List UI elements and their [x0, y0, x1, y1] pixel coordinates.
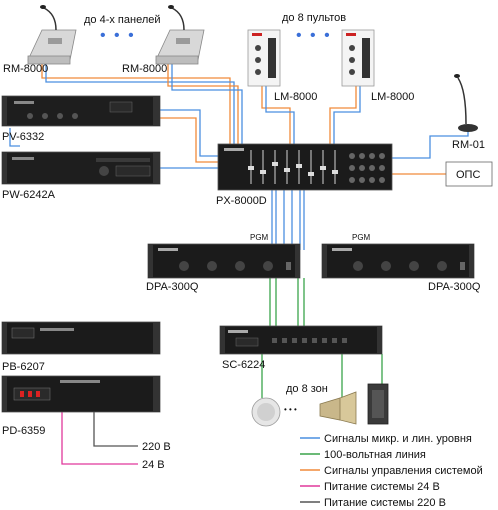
px8000d-label: PX-8000D — [216, 195, 267, 207]
pd6359-label: PD-6359 — [2, 425, 45, 437]
sc6224-label: SC-6224 — [222, 359, 265, 371]
horn-speaker-icon — [319, 391, 357, 425]
pd6359-unit — [1, 375, 161, 413]
cable-220v — [93, 412, 138, 447]
voltage-24-label: 24 В — [142, 459, 165, 471]
legend-label-220v: Питание системы 220 В — [324, 497, 446, 509]
cable-24v — [61, 412, 138, 465]
legend-label-100v: 100-вольтная линия — [324, 449, 426, 461]
lm8000-right-label: LM-8000 — [371, 91, 414, 103]
pw6242a-unit — [1, 151, 161, 185]
ceiling-speaker-icon — [251, 397, 281, 427]
cable-rm-left-control — [41, 64, 231, 144]
rm8000-right-panel — [155, 5, 205, 65]
consoles-dots: • • • — [296, 27, 332, 44]
dpa300q-left-label: DPA-300Q — [146, 281, 199, 293]
legend-label-24v: Питание системы 24 В — [324, 481, 440, 493]
cable-lm-right-mic — [333, 86, 361, 144]
pw6242a-label: PW-6242A — [2, 189, 56, 201]
cables — [9, 64, 469, 465]
pb6207-label: PB-6207 — [2, 361, 45, 373]
legend-label-control: Сигналы управления системой — [324, 465, 483, 477]
rm8000-left-label: RM-8000 — [3, 63, 48, 75]
rm8000-right-label: RM-8000 — [122, 63, 167, 75]
cable-pv-mic — [160, 109, 218, 157]
dpa300q-right-label: DPA-300Q — [428, 281, 481, 293]
panels-dots: • • • — [100, 27, 136, 44]
pb6207-unit — [1, 321, 161, 355]
legend-label-mic-line: Сигналы микр. и лин. уровня — [324, 433, 472, 445]
zones-dots: • • • — [284, 405, 297, 414]
dpa300q-left-amp — [147, 243, 301, 279]
cable-rm-right-control — [167, 64, 239, 144]
pgm-left-label: PGM — [250, 233, 269, 242]
panels-note: до 4-х панелей — [84, 14, 161, 26]
cable-lm-right-control — [329, 86, 357, 144]
cable-rm01-mic — [392, 128, 469, 159]
legend: Сигналы микр. и лин. уровня 100-вольтная… — [300, 433, 483, 509]
consoles-note: до 8 пультов — [282, 12, 346, 24]
dpa300q-right-amp — [321, 243, 475, 279]
cable-lm-left-control — [261, 86, 291, 144]
pv6332-label: PV-6332 — [2, 131, 44, 143]
cable-pv-control — [160, 117, 218, 163]
pv6332-unit — [1, 95, 161, 127]
lm8000-right-panel — [341, 29, 375, 87]
pgm-right-label: PGM — [352, 233, 371, 242]
ops-label: ОПС — [456, 169, 480, 181]
ops-box — [445, 161, 493, 187]
rm01-microphone — [454, 74, 478, 132]
lm8000-left-label: LM-8000 — [274, 91, 317, 103]
column-speaker-icon — [367, 383, 389, 425]
px8000d-mixer — [217, 143, 393, 191]
zones-note: до 8 зон — [286, 383, 328, 395]
cable-pw-control-a — [9, 128, 20, 147]
voltage-220-label: 220 В — [142, 441, 171, 453]
sc6224-switcher — [219, 325, 383, 355]
rm01-label: RM-01 — [452, 139, 485, 151]
lm8000-left-panel — [247, 29, 281, 87]
cable-rm-right-mic — [171, 64, 243, 144]
rm8000-left-panel — [27, 5, 77, 65]
cable-rm-left-mic — [45, 64, 235, 144]
cable-lm-left-mic — [265, 86, 295, 144]
